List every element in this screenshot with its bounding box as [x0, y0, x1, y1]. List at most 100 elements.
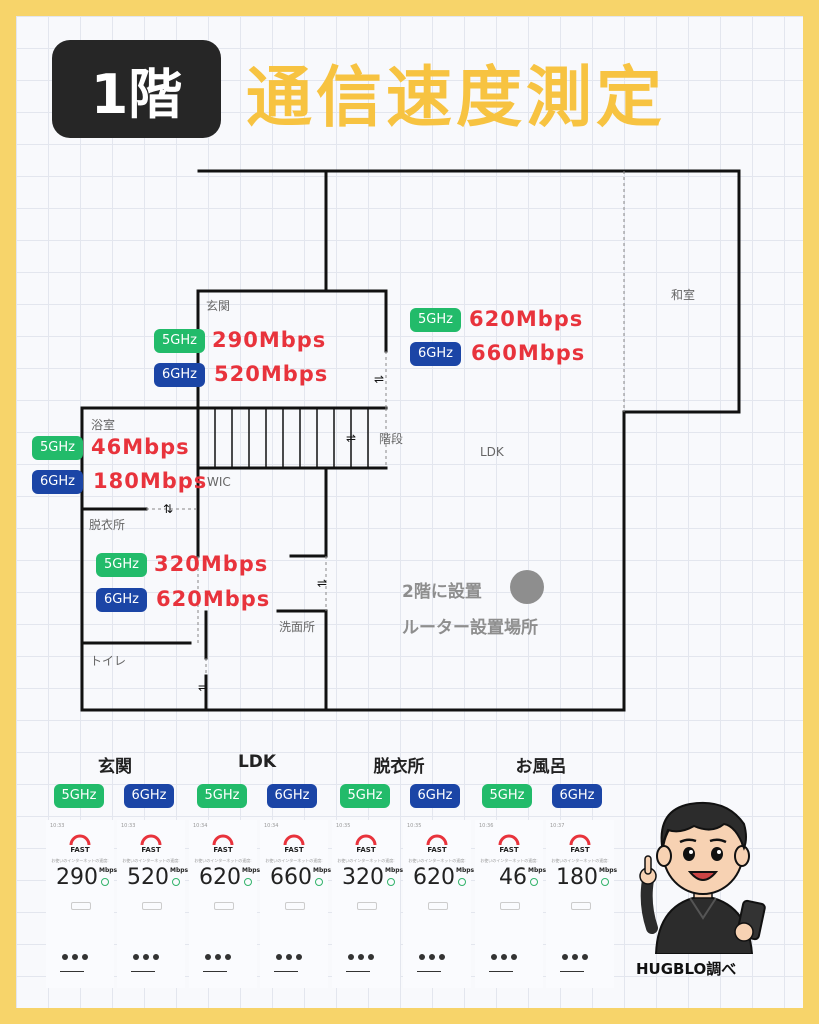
- divider: [489, 971, 513, 972]
- genkan-6ghz-tag: 6GHz: [154, 363, 205, 387]
- mascot-illustration: [639, 801, 766, 954]
- twitter-icon: [511, 954, 517, 960]
- speedtest-screenshot: 10:36 FAST お使いのインターネットの速度: 46 Mbps: [475, 820, 547, 988]
- check-icon: [172, 878, 180, 886]
- status-time: 10:34: [193, 823, 208, 829]
- speed-value: 520: [127, 865, 169, 890]
- speedtest-screenshot: 10:33 FAST お使いのインターネットの速度: 290 Mbps: [46, 820, 118, 988]
- status-time: 10:35: [336, 823, 351, 829]
- divider: [274, 971, 298, 972]
- twitter-icon: [225, 954, 231, 960]
- help-icon: [62, 954, 68, 960]
- router-location-dot: [510, 570, 544, 604]
- status-time: 10:33: [50, 823, 65, 829]
- router-note-line2: ルーター設置場所: [402, 618, 538, 638]
- check-icon: [530, 878, 538, 886]
- check-icon: [244, 878, 252, 886]
- summary-band-tag: 5GHz: [197, 784, 247, 808]
- speed-unit: Mbps: [528, 867, 547, 874]
- fast-logo-text: FAST: [213, 846, 233, 854]
- ldk-5ghz-tag: 5GHz: [410, 308, 461, 332]
- twitter-icon: [296, 954, 302, 960]
- check-icon: [101, 878, 109, 886]
- twitter-icon: [368, 954, 374, 960]
- speedometer-icon: [283, 834, 305, 846]
- more-info-button: [428, 902, 448, 910]
- genkan-5ghz-tag: 5GHz: [154, 329, 205, 353]
- genkan-6ghz-speed: 520Mbps: [214, 362, 329, 386]
- summary-band-tag: 6GHz: [124, 784, 174, 808]
- fast-logo-text: FAST: [284, 846, 304, 854]
- speed-value: 660: [270, 865, 312, 890]
- twitter-icon: [439, 954, 445, 960]
- speedtest-screenshot: 10:34 FAST お使いのインターネットの速度: 620 Mbps: [189, 820, 260, 988]
- speed-unit: Mbps: [170, 867, 189, 874]
- facebook-icon: [429, 954, 435, 960]
- help-icon: [491, 954, 497, 960]
- ldk-6ghz-speed: 660Mbps: [471, 341, 586, 365]
- summary-band-tag: 6GHz: [552, 784, 602, 808]
- twitter-icon: [582, 954, 588, 960]
- speed-unit: Mbps: [599, 867, 618, 874]
- speed-value: 290: [56, 865, 98, 890]
- social-icons: [133, 954, 159, 960]
- help-icon: [348, 954, 354, 960]
- speedtest-screenshot: 10:34 FAST お使いのインターネットの速度: 660 Mbps: [260, 820, 331, 988]
- room-label-kaidan: 階段: [379, 432, 404, 446]
- check-icon: [601, 878, 609, 886]
- speed-unit: Mbps: [385, 867, 404, 874]
- summary-band-tag: 5GHz: [340, 784, 390, 808]
- svg-text:⇌: ⇌: [374, 372, 384, 386]
- bath-5ghz-speed: 46Mbps: [91, 435, 190, 459]
- summary-title-datsuijo: 脱衣所: [373, 757, 425, 777]
- page-title: 通信速度測定: [246, 59, 666, 136]
- speedometer-icon: [569, 834, 591, 846]
- fast-logo-text: FAST: [427, 846, 447, 854]
- svg-text:⇌: ⇌: [317, 576, 327, 590]
- facebook-icon: [358, 954, 364, 960]
- fast-logo-text: FAST: [70, 846, 90, 854]
- more-info-button: [571, 902, 591, 910]
- room-label-datsuijo: 脱衣所: [89, 518, 126, 532]
- divider: [203, 971, 227, 972]
- facebook-icon: [143, 954, 149, 960]
- ldk-6ghz-tag: 6GHz: [410, 342, 461, 366]
- speed-caption: お使いのインターネットの速度:: [337, 858, 395, 863]
- speed-value: 620: [199, 865, 241, 890]
- speed-unit: Mbps: [456, 867, 475, 874]
- router-note-line1: 2階に設置: [402, 582, 482, 602]
- status-time: 10:35: [407, 823, 422, 829]
- check-icon: [315, 878, 323, 886]
- bath-6ghz-tag: 6GHz: [32, 470, 83, 494]
- speedometer-icon: [355, 834, 377, 846]
- fast-logo-text: FAST: [499, 846, 519, 854]
- speed-unit: Mbps: [99, 867, 118, 874]
- speedtest-screenshot: 10:33 FAST お使いのインターネットの速度: 520 Mbps: [117, 820, 189, 988]
- bath-5ghz-tag: 5GHz: [32, 436, 83, 460]
- facebook-icon: [215, 954, 221, 960]
- summary-title-genkan: 玄関: [98, 757, 132, 777]
- speed-caption: お使いのインターネットの速度:: [408, 858, 466, 863]
- speed-value: 180: [556, 865, 598, 890]
- facebook-icon: [572, 954, 578, 960]
- more-info-button: [71, 902, 91, 910]
- summary-band-tag: 6GHz: [410, 784, 460, 808]
- check-icon: [458, 878, 466, 886]
- social-icons: [205, 954, 231, 960]
- speed-caption: お使いのインターネットの速度:: [551, 858, 609, 863]
- room-label-wic: WIC: [207, 475, 231, 489]
- more-info-button: [357, 902, 377, 910]
- genkan-5ghz-speed: 290Mbps: [212, 328, 327, 352]
- floor-plan: ⇌ ⇌ ⇅ ⇌ ⇌: [80, 169, 741, 712]
- fast-logo-text: FAST: [570, 846, 590, 854]
- speed-caption: お使いのインターネットの速度:: [51, 858, 109, 863]
- summary-band-tag: 6GHz: [267, 784, 317, 808]
- datsuijo-5ghz-tag: 5GHz: [96, 553, 147, 577]
- speedometer-icon: [426, 834, 448, 846]
- content-area: 1階 通信速度測定: [16, 16, 803, 1008]
- room-label-senmenjo: 洗面所: [279, 620, 316, 634]
- status-time: 10:33: [121, 823, 136, 829]
- speedtest-screenshot: 10:35 FAST お使いのインターネットの速度: 320 Mbps: [332, 820, 404, 988]
- divider: [346, 971, 370, 972]
- summary-title-ldk: LDK: [237, 752, 277, 772]
